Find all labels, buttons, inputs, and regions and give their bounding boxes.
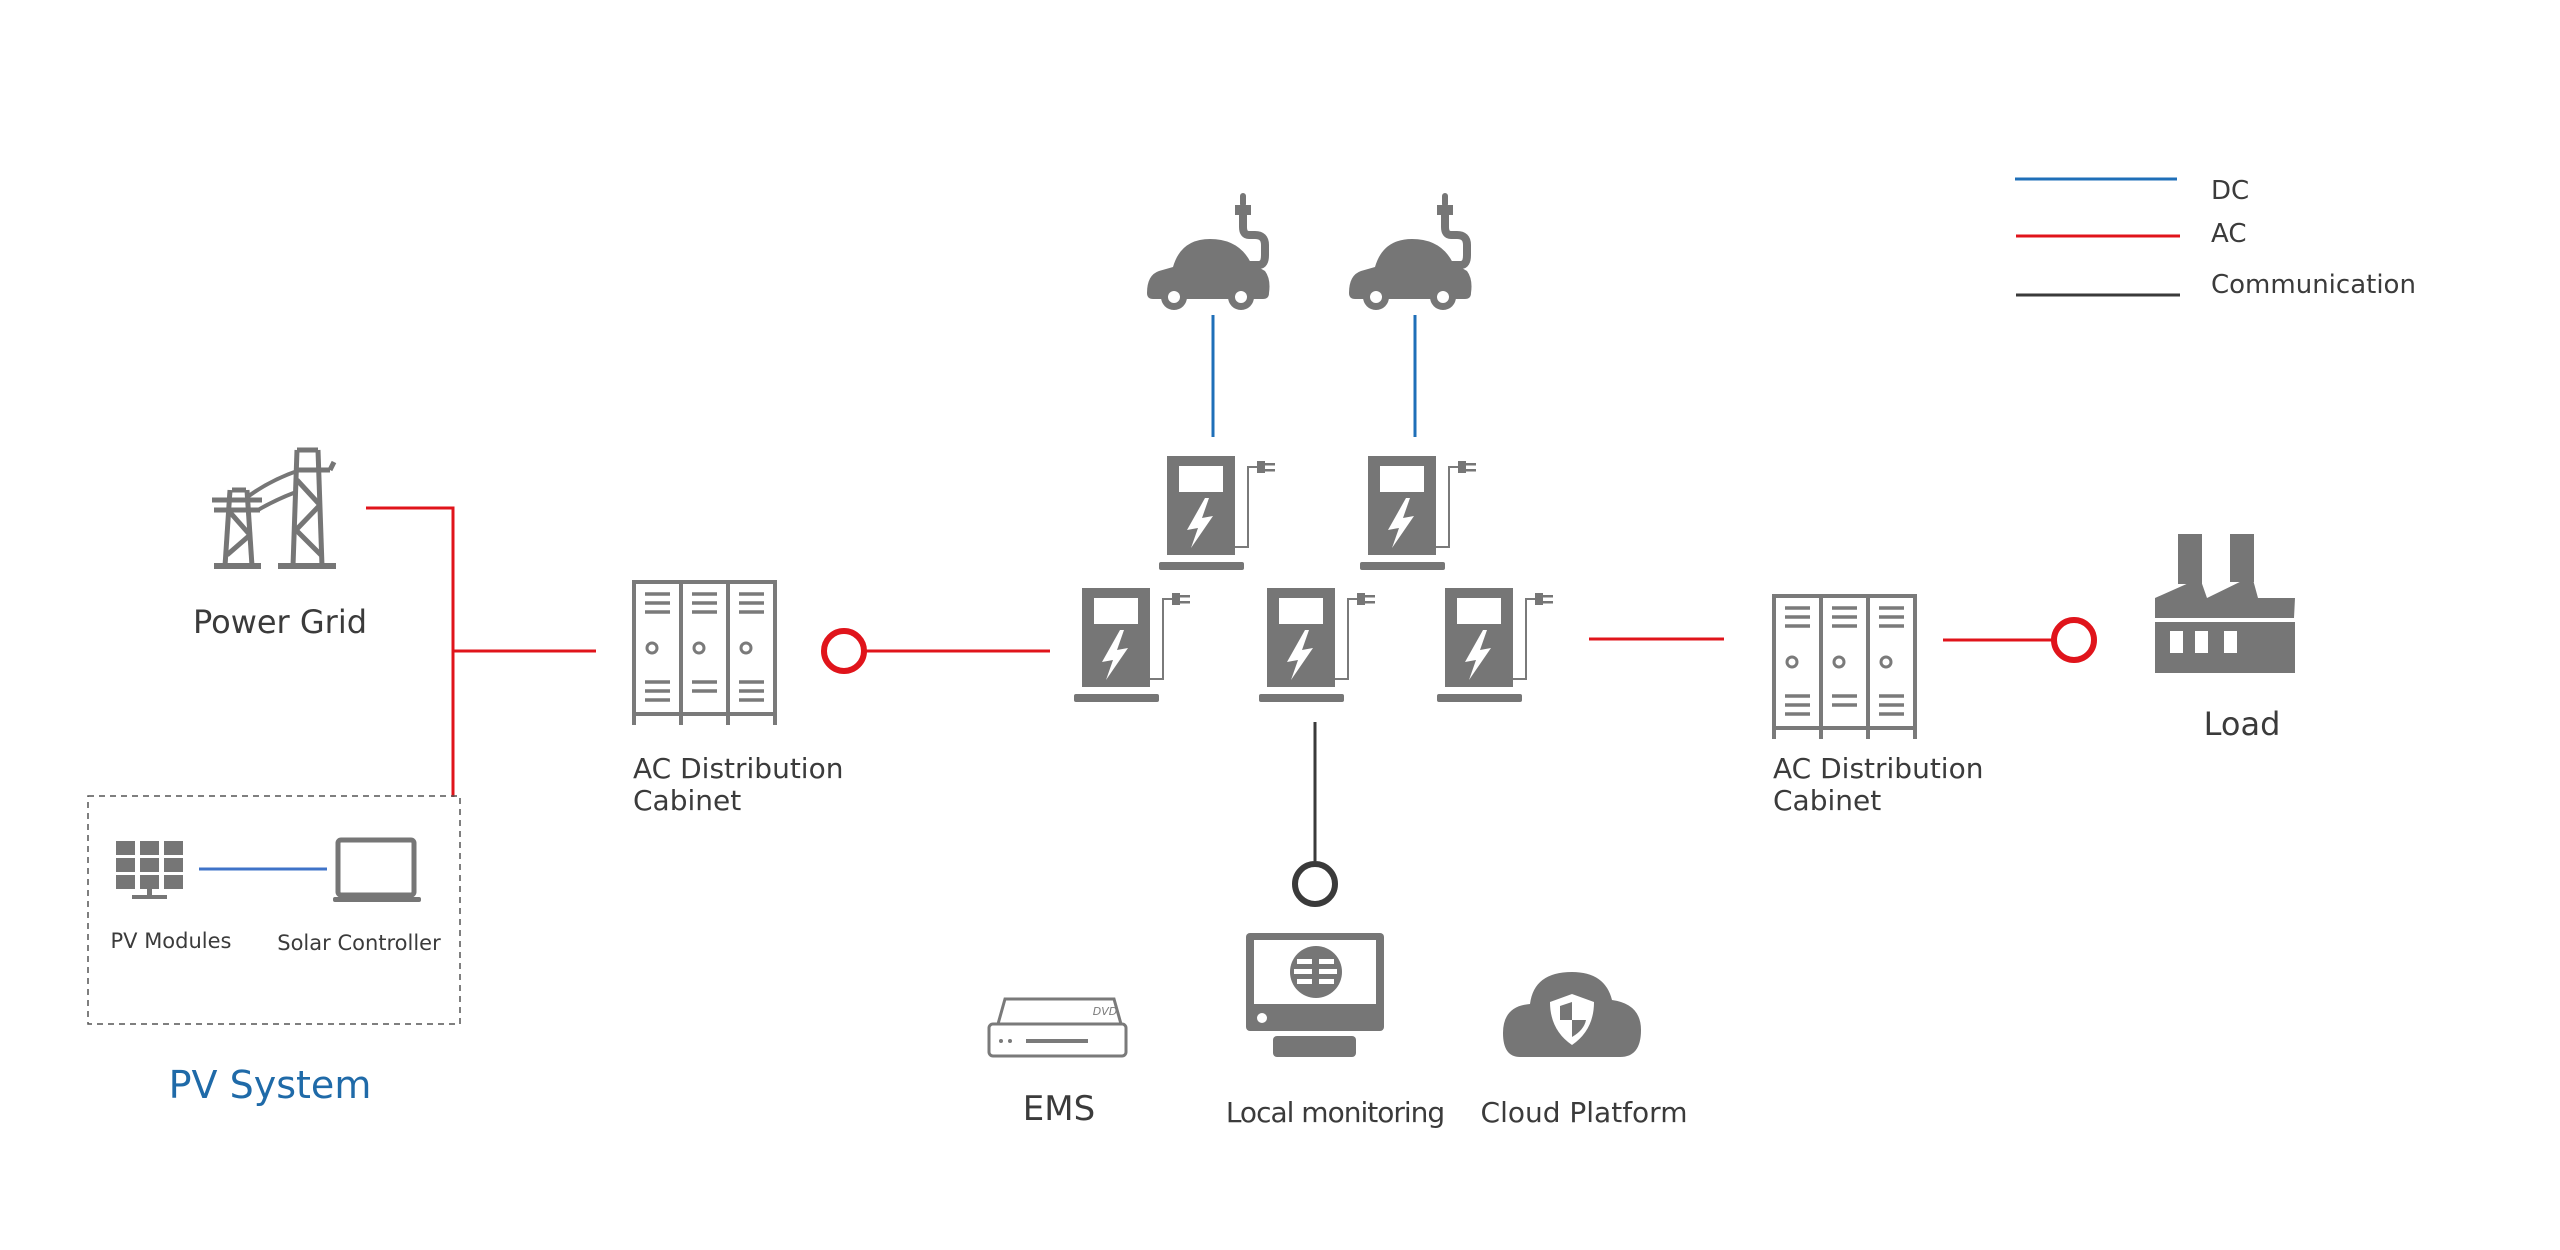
power-grid-label: Power Grid xyxy=(193,603,367,641)
solar-panel-icon xyxy=(116,841,183,899)
local-monitoring-node[interactable]: Local monitoring xyxy=(1226,933,1445,1129)
comm-node xyxy=(1292,861,1338,907)
ac-cabinet-left-label-line1: AC Distribution xyxy=(633,752,843,785)
cloud-platform-node[interactable]: Cloud Platform xyxy=(1481,972,1688,1129)
factory-icon xyxy=(2155,534,2295,673)
charging-pile-icon[interactable] xyxy=(1073,587,1191,703)
power-grid-node[interactable]: Power Grid xyxy=(193,447,367,641)
ems-device-icon: DVD xyxy=(987,997,1128,1058)
charging-pile-icon[interactable] xyxy=(1359,455,1477,571)
ac-cabinet-right-label-line2: Cabinet xyxy=(1773,784,1881,817)
cloud-shield-icon xyxy=(1503,972,1641,1057)
local-monitoring-label: Local monitoring xyxy=(1226,1096,1444,1129)
load-label: Load xyxy=(2204,705,2281,743)
electric-car-icon xyxy=(1147,193,1270,310)
load-node[interactable]: Load xyxy=(2155,534,2295,743)
globe-icon xyxy=(1290,946,1342,998)
ems-node[interactable]: DVD EMS xyxy=(987,997,1128,1129)
ems-device-badge: DVD xyxy=(1093,1005,1117,1018)
laptop-controller-icon xyxy=(333,837,421,902)
ac-cabinet-right-label-line1: AC Distribution xyxy=(1773,752,1983,785)
ems-label: EMS xyxy=(1023,1089,1095,1129)
ac-breaker-right xyxy=(2051,617,2097,663)
monitor-icon xyxy=(1246,933,1384,1057)
pv-modules-label: PV Modules xyxy=(110,929,231,953)
legend: DC AC Communication xyxy=(2015,176,2416,300)
cabinet-icon xyxy=(632,580,777,727)
legend-ac-label: AC xyxy=(2211,219,2246,249)
charging-pile-icon[interactable] xyxy=(1436,587,1554,703)
legend-dc-label: DC xyxy=(2211,176,2249,206)
solar-controller-label: Solar Controller xyxy=(277,931,441,955)
ac-cabinet-left-label-line2: Cabinet xyxy=(633,784,741,817)
ac-breaker-left xyxy=(821,628,867,674)
pv-system-title: PV System xyxy=(169,1063,372,1107)
charging-pile-icon[interactable] xyxy=(1158,455,1276,571)
ac-line-grid-bus xyxy=(366,506,596,797)
pv-system-boundary xyxy=(87,795,461,1025)
transmission-tower-icon xyxy=(212,447,337,569)
electric-car-icon xyxy=(1349,193,1472,310)
cloud-platform-label: Cloud Platform xyxy=(1481,1096,1688,1129)
pv-system-group[interactable]: PV Modules Solar Controller PV System xyxy=(87,795,461,1107)
ac-cabinet-left-node[interactable]: AC Distribution Cabinet xyxy=(632,580,843,817)
charging-pile-icon[interactable] xyxy=(1258,587,1376,703)
legend-comm-label: Communication xyxy=(2211,270,2416,300)
ac-cabinet-right-node[interactable]: AC Distribution Cabinet xyxy=(1772,594,1983,817)
cabinet-icon xyxy=(1772,594,1917,741)
